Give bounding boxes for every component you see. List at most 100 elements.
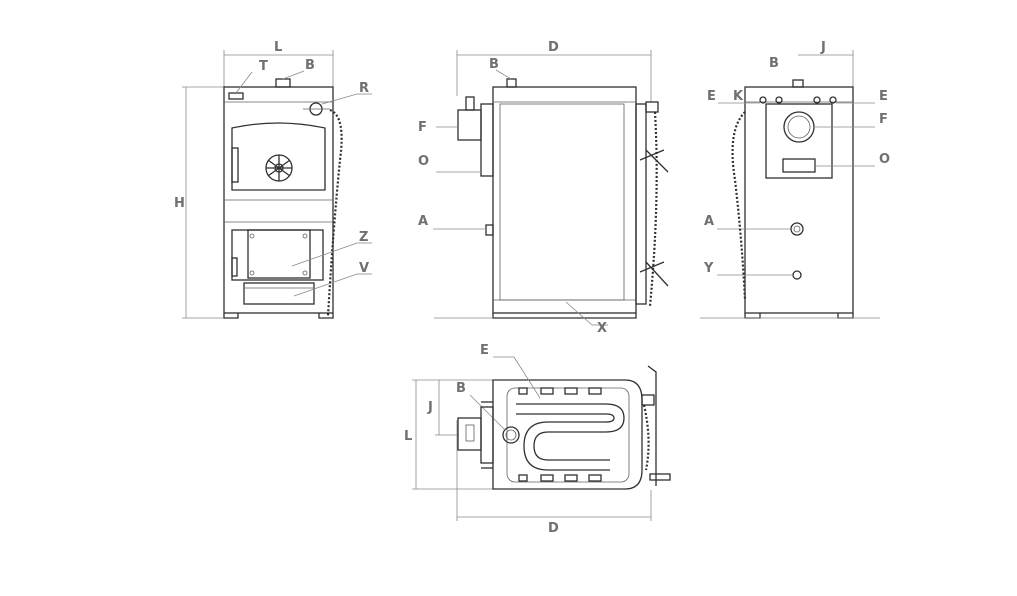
rear-label-O: O xyxy=(879,152,890,167)
heat-exchanger-coil-outer xyxy=(516,403,625,461)
side-regulator-chain xyxy=(648,111,658,307)
front-lower-door xyxy=(231,229,324,281)
rear-top-connector xyxy=(813,96,821,104)
top-connector xyxy=(540,387,554,395)
side-panel xyxy=(499,103,625,301)
front-view: L H T B R xyxy=(174,40,372,319)
thermometer-icon xyxy=(228,92,244,100)
door-bolt xyxy=(302,233,308,239)
front-label-B: B xyxy=(305,58,315,73)
rear-foot-right xyxy=(837,313,854,319)
rear-flue-box xyxy=(765,103,833,179)
air-rosette-icon xyxy=(265,154,293,182)
lower-door-hinge xyxy=(231,257,238,277)
lower-door-plate xyxy=(247,229,311,279)
side-label-X: X xyxy=(597,321,607,336)
front-leader-V xyxy=(293,273,358,297)
rear-top-connector xyxy=(759,96,767,104)
door-bolt xyxy=(249,270,255,276)
top-rear-box xyxy=(480,406,494,464)
side-doors-edge xyxy=(635,103,647,305)
side-regulator xyxy=(645,101,659,113)
rear-label-Y: Y xyxy=(703,261,714,276)
front-label-V: V xyxy=(359,261,369,276)
rear-chain xyxy=(731,111,747,301)
rear-return-connector xyxy=(790,222,804,236)
top-label-B: B xyxy=(456,381,466,396)
side-label-B: B xyxy=(489,57,499,72)
top-lower-handle xyxy=(649,473,671,481)
heat-exchanger-coil-inner xyxy=(516,413,615,471)
door-bolt xyxy=(249,233,255,239)
rear-flue-pipe-inner xyxy=(787,115,811,139)
top-connector xyxy=(518,474,528,482)
rear-flue-outlet xyxy=(792,79,804,88)
rear-top-connector xyxy=(829,96,837,104)
top-door-handle xyxy=(647,365,657,486)
rear-drain-connector xyxy=(792,270,802,280)
top-flue-outlet xyxy=(502,426,520,444)
rear-label-K: K xyxy=(733,89,744,104)
rear-label-A: A xyxy=(704,214,714,229)
top-label-L: L xyxy=(404,429,412,444)
upper-door-handle-icon xyxy=(639,149,669,173)
upper-door-hinge xyxy=(231,147,239,183)
rear-flue-pipe xyxy=(783,111,815,143)
side-view: D B F O A X xyxy=(418,40,669,336)
front-flue-outlet xyxy=(275,78,291,88)
side-label-D: D xyxy=(548,40,559,55)
side-leader-X xyxy=(565,301,593,326)
top-regulator xyxy=(641,394,655,406)
top-connector xyxy=(564,387,578,395)
front-leader-B xyxy=(282,70,305,80)
rear-view: J B E K E F O A xyxy=(700,40,890,319)
rear-cleaning-opening xyxy=(782,158,816,173)
top-connector xyxy=(518,387,528,395)
top-flue-outlet-inner xyxy=(505,429,517,441)
rear-flue-box-side xyxy=(480,103,494,177)
top-view: L J D B E xyxy=(404,343,671,536)
front-foot-left xyxy=(223,313,239,319)
rear-return-connector-inner xyxy=(793,225,801,233)
top-leader-B xyxy=(469,394,506,431)
flue-connector-side xyxy=(457,109,482,141)
ash-pan xyxy=(243,282,315,305)
top-label-D: D xyxy=(548,521,559,536)
side-body xyxy=(492,86,637,314)
front-label-R: R xyxy=(359,81,369,96)
rear-label-B: B xyxy=(769,56,779,71)
front-regulator-chain xyxy=(326,108,343,317)
side-return-pipe xyxy=(485,224,494,236)
top-label-E: E xyxy=(480,343,489,358)
side-base xyxy=(492,313,637,319)
top-connector xyxy=(588,474,602,482)
front-leader-R xyxy=(321,93,358,105)
lower-door-handle-icon xyxy=(639,261,669,287)
rear-top-connector xyxy=(775,96,783,104)
front-foot-right xyxy=(318,313,334,319)
side-label-A: A xyxy=(418,214,428,229)
front-label-Z: Z xyxy=(359,230,368,245)
side-label-O: O xyxy=(418,154,429,169)
flue-top-side xyxy=(465,96,475,111)
top-body xyxy=(492,379,643,490)
rear-foot-left xyxy=(744,313,761,319)
front-leader-Z xyxy=(291,242,358,267)
door-bolt xyxy=(302,270,308,276)
front-label-H: H xyxy=(174,196,185,211)
front-label-T: T xyxy=(259,59,268,74)
rear-label-J: J xyxy=(820,40,826,55)
top-label-J: J xyxy=(427,400,433,415)
top-flue-slot xyxy=(465,424,475,442)
rear-label-E-right: E xyxy=(879,89,888,104)
top-connector xyxy=(564,474,578,482)
front-label-L: L xyxy=(274,40,282,55)
front-leader-T xyxy=(235,71,253,94)
side-flue-outlet xyxy=(506,78,517,88)
side-label-F: F xyxy=(418,120,427,135)
side-leader-B xyxy=(495,69,512,80)
rear-label-F: F xyxy=(879,112,888,127)
top-leader-E xyxy=(513,356,541,399)
top-chain xyxy=(642,404,650,471)
